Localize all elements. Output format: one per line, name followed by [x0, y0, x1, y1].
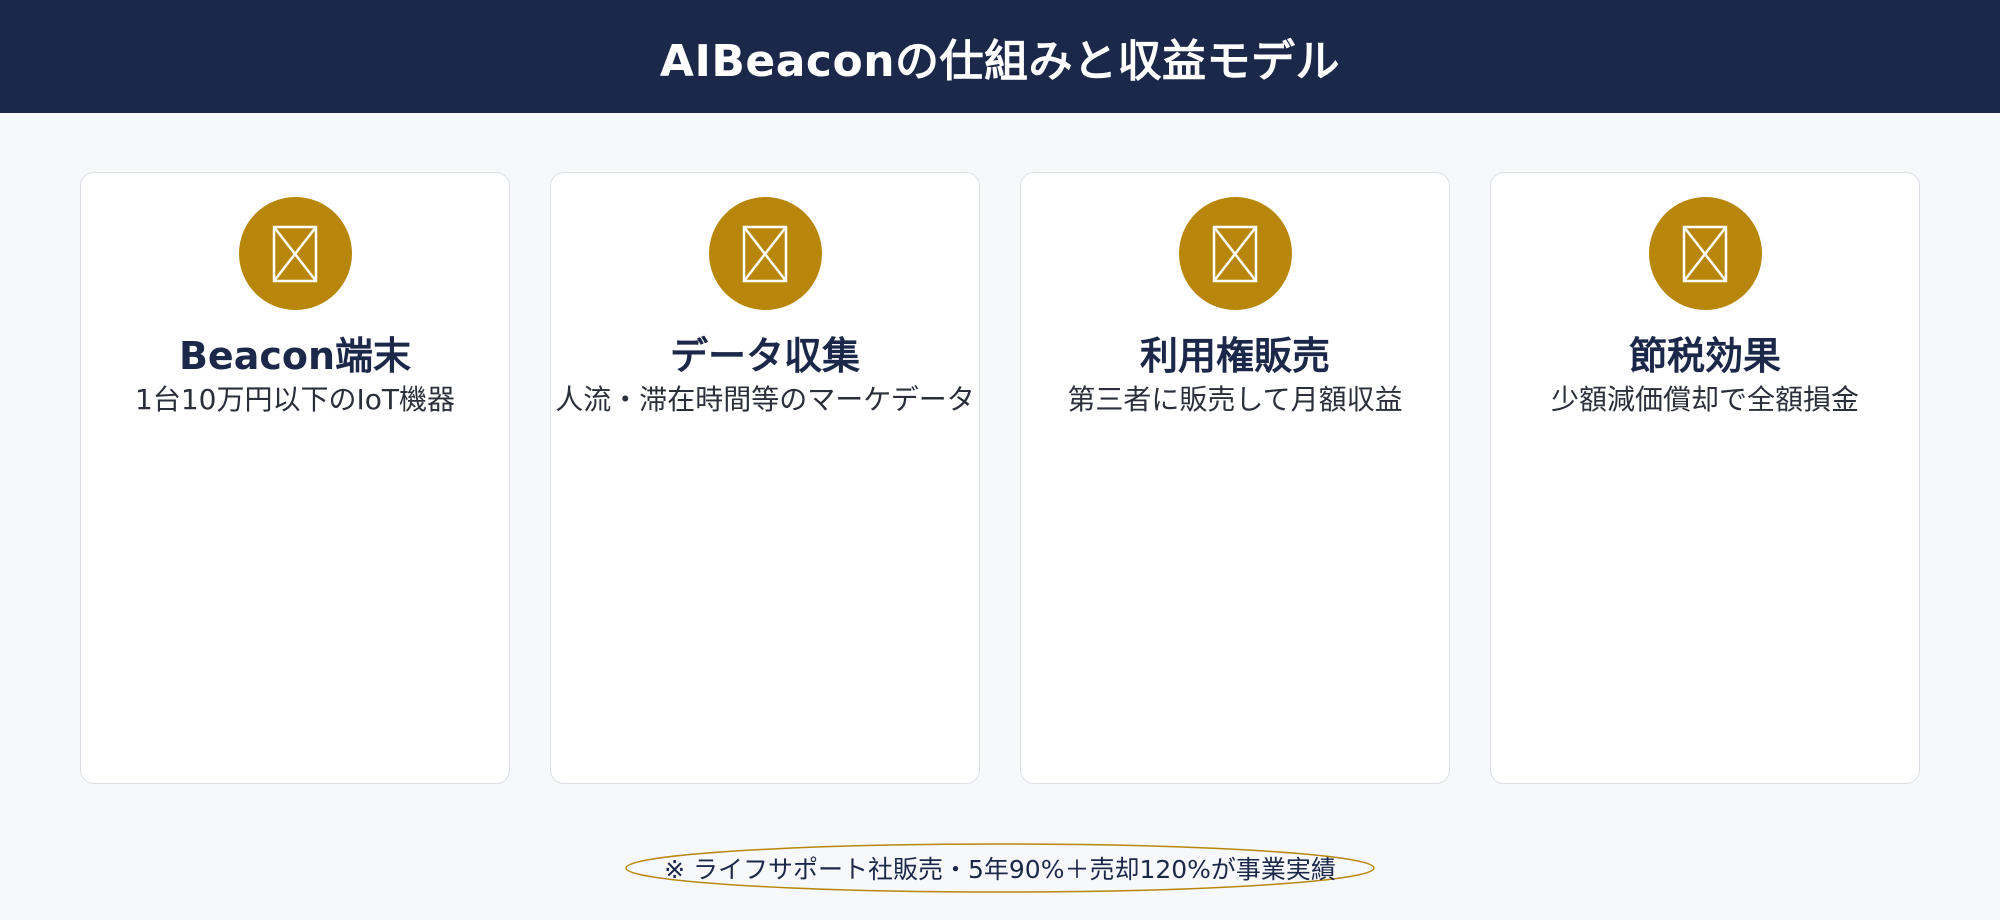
page-title: AIBeaconの仕組みと収益モデル: [659, 35, 1341, 87]
icon-badge: [238, 197, 352, 310]
feature-card-beacon-device: Beacon端末 1台10万円以下のIoT機器: [80, 172, 510, 784]
header-bar: AIBeaconの仕組みと収益モデル: [0, 0, 2000, 113]
missing-image-icon: [1212, 225, 1258, 282]
card-description: 人流・滞在時間等のマーケデータ: [555, 383, 975, 416]
feature-card-tax-saving: 節税効果 少額減価償却で全額損金: [1490, 172, 1920, 784]
footnote-oval-outline: [625, 843, 1375, 893]
feature-card-data-collection: データ収集 人流・滞在時間等のマーケデータ: [550, 172, 980, 784]
card-title: データ収集: [669, 334, 860, 378]
missing-image-icon: [272, 225, 318, 282]
feature-cards: Beacon端末 1台10万円以下のIoT機器 データ収集 人流・滞在時間等のマ…: [80, 172, 1920, 784]
card-title: Beacon端末: [178, 334, 412, 378]
card-description: 少額減価償却で全額損金: [1550, 383, 1859, 416]
card-description: 第三者に販売して月額収益: [1067, 383, 1403, 416]
card-title: 節税効果: [1628, 334, 1781, 378]
icon-badge: [1178, 197, 1292, 310]
feature-card-usage-rights: 利用権販売 第三者に販売して月額収益: [1020, 172, 1450, 784]
icon-badge: [708, 197, 822, 310]
icon-badge: [1648, 197, 1762, 310]
missing-image-icon: [1682, 225, 1728, 282]
footnote: ※ ライフサポート社販売・5年90%＋売却120%が事業実績: [624, 842, 1376, 894]
footnote-text: ※ ライフサポート社販売・5年90%＋売却120%が事業実績: [664, 855, 1336, 884]
card-title: 利用権販売: [1139, 334, 1330, 378]
card-description: 1台10万円以下のIoT機器: [135, 383, 455, 416]
missing-image-icon: [742, 225, 788, 282]
